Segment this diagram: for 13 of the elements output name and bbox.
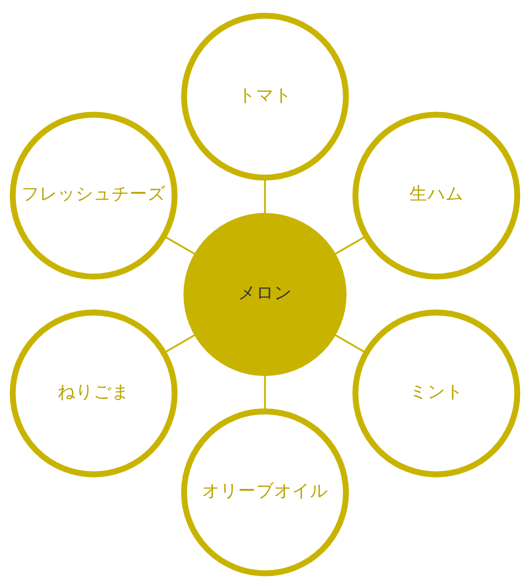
node-circle: メロン	[183, 212, 347, 376]
node-circle: オリーブオイル	[181, 408, 349, 576]
connector	[164, 234, 196, 254]
connector	[334, 334, 366, 354]
connector	[334, 234, 366, 254]
node-circle: 生ハム	[352, 111, 520, 279]
node-circle: ねりごま	[10, 309, 178, 477]
connector	[164, 334, 196, 354]
node-circle: フレッシュチーズ	[10, 111, 178, 279]
node-circle: ミント	[352, 309, 520, 477]
connector	[264, 177, 266, 213]
connector	[264, 375, 266, 411]
node-circle: トマト	[181, 12, 349, 180]
